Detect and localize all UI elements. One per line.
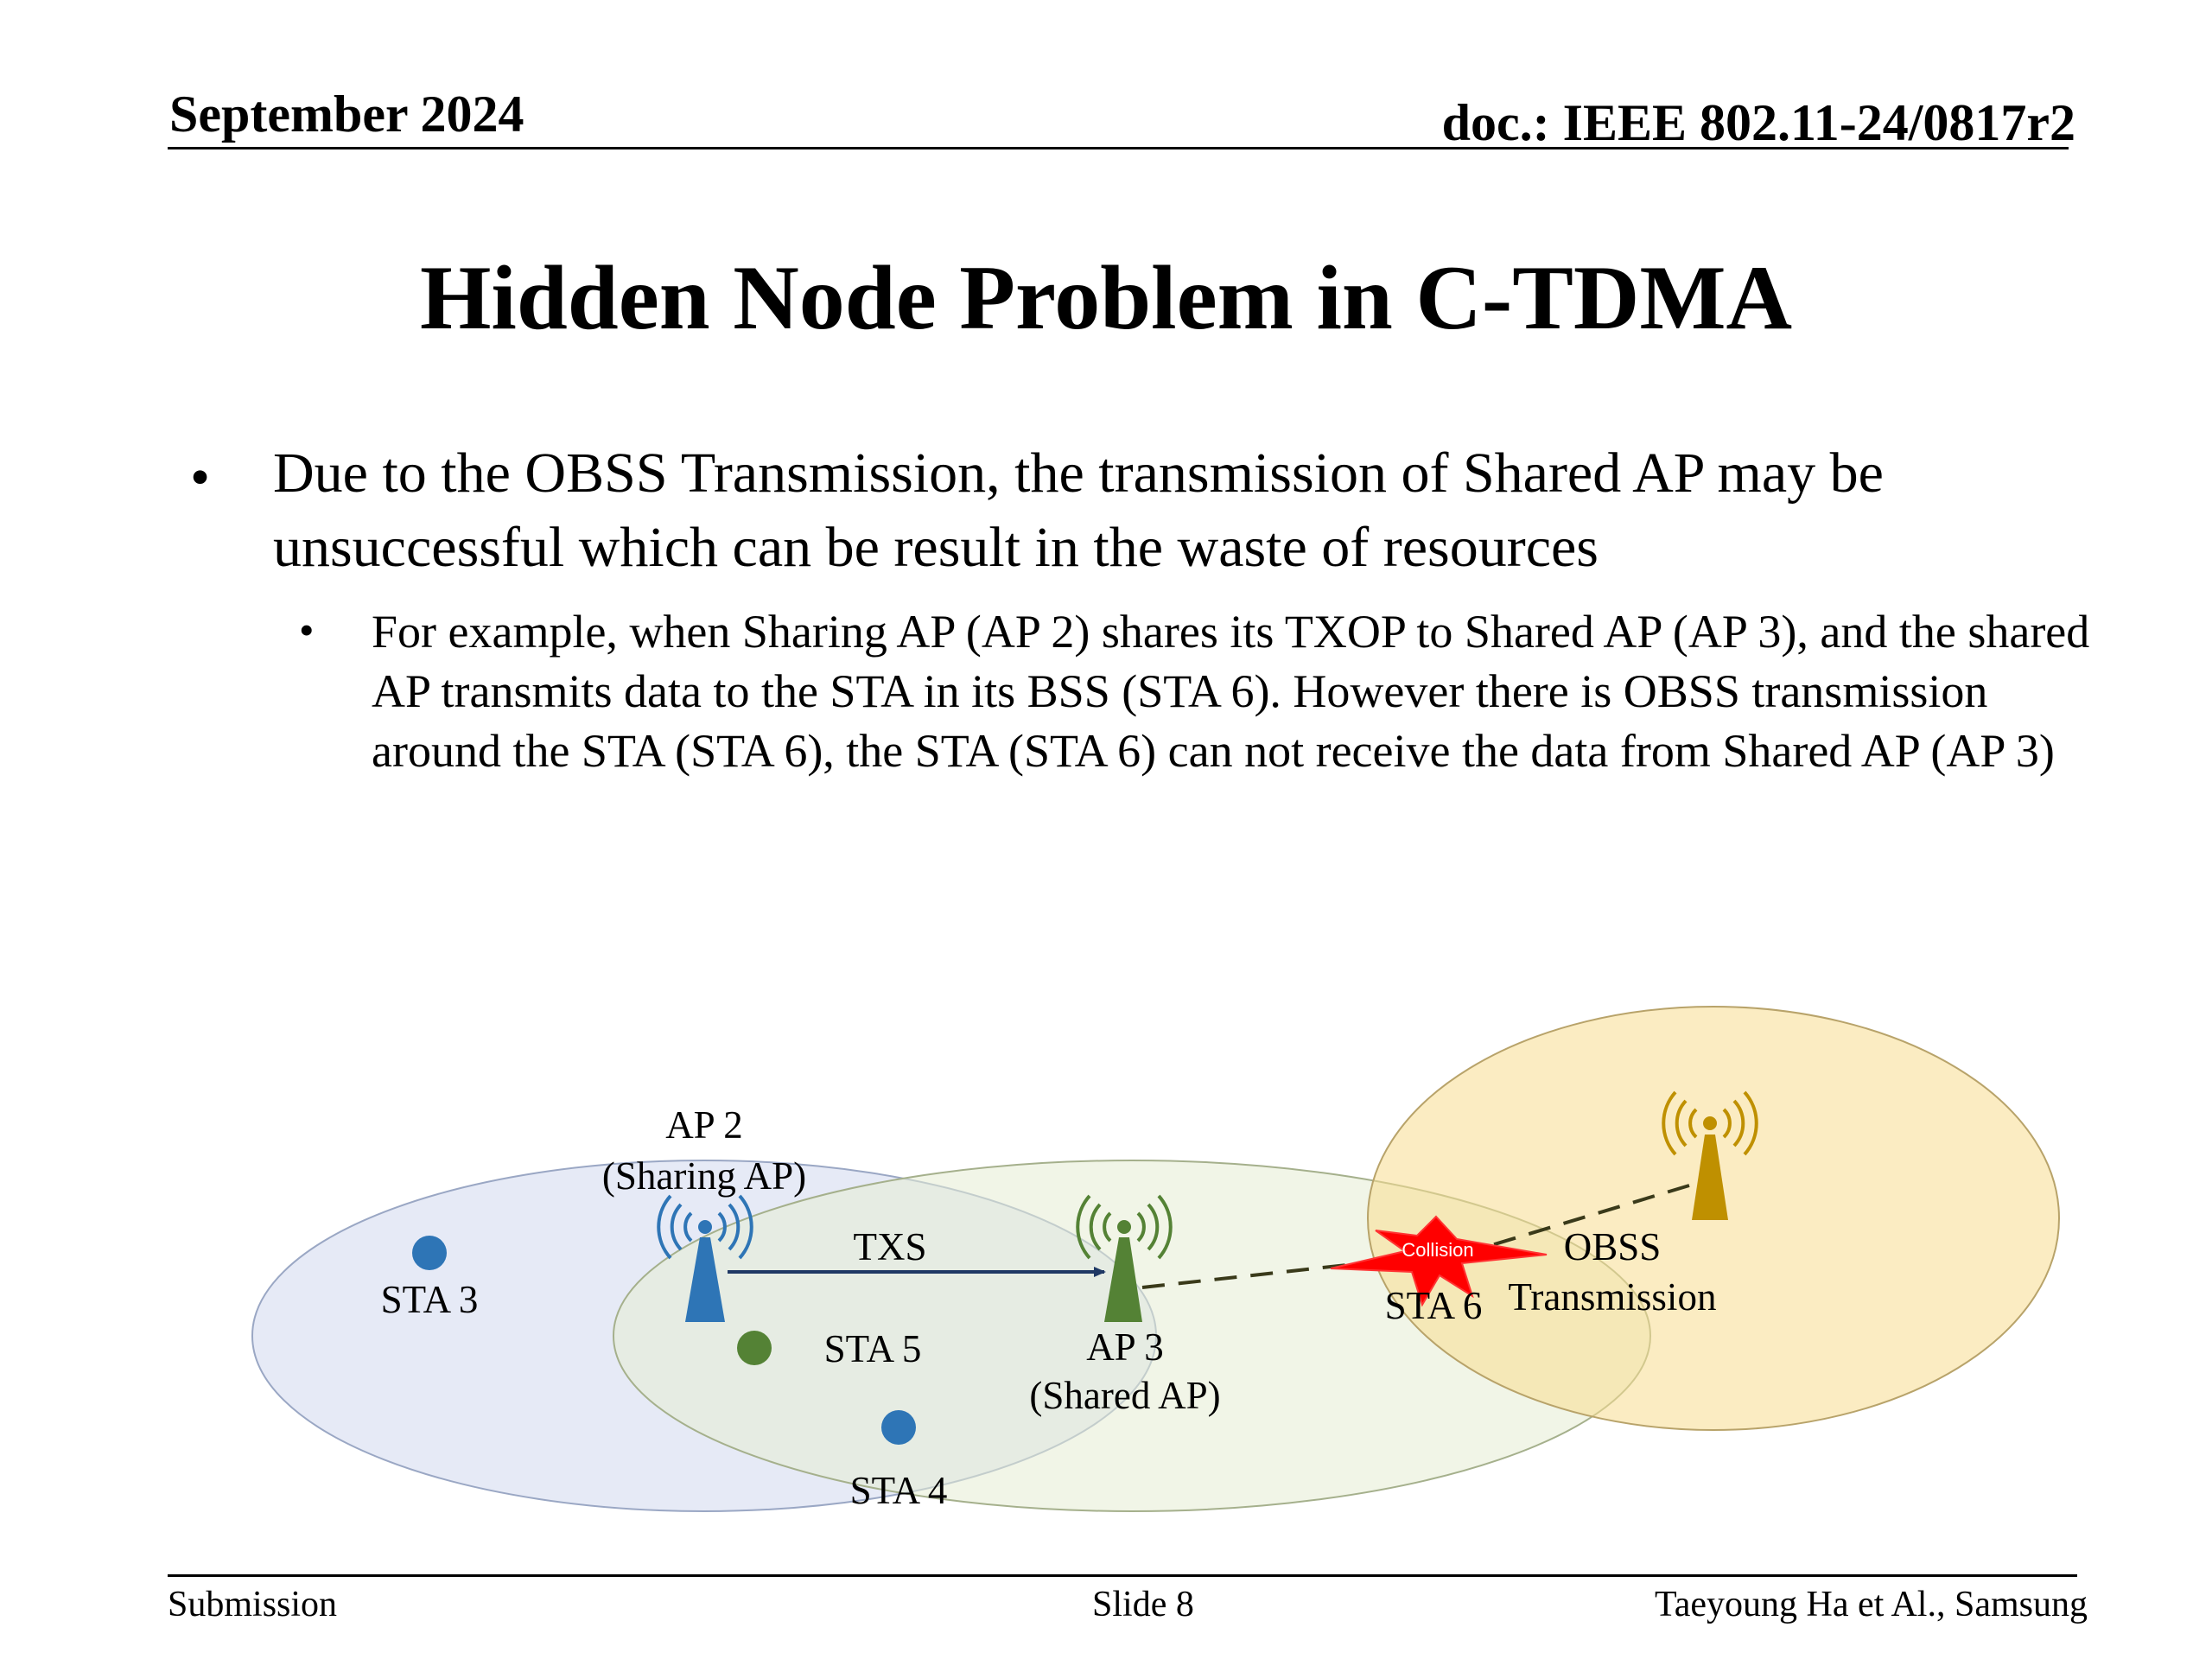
ap2-role-label: (Sharing AP): [602, 1154, 806, 1198]
sub-bullet-text: For example, when Sharing AP (AP 2) shar…: [372, 606, 2090, 777]
collision-burst-icon: [1330, 1215, 1548, 1307]
footer-author: Taeyoung Ha et Al., Samsung: [1655, 1585, 2088, 1624]
main-bullet-text: Due to the OBSS Transmission, the transm…: [273, 442, 1884, 579]
sub-bullet-dot: •: [299, 606, 315, 654]
txs-label: TXS: [853, 1225, 926, 1268]
footer-rule: [168, 1574, 2077, 1577]
ap3-label: AP 3: [1086, 1325, 1164, 1369]
ap3-role-label: (Shared AP): [1029, 1374, 1220, 1417]
obss-label-line2: Transmission: [1509, 1275, 1717, 1319]
obss-transmission-line: [1459, 1184, 1690, 1256]
header-doc-id: doc.: IEEE 802.11-24/0817r2: [1441, 94, 2075, 151]
ap2-antenna-icon: [657, 1194, 753, 1322]
ap2-label: AP 2: [665, 1103, 743, 1147]
footer-slide-number: Slide 8: [1092, 1585, 1194, 1624]
sta4-dot: [881, 1410, 916, 1445]
ap3-antenna-icon: [1076, 1194, 1173, 1322]
obss-antenna-icon: [1662, 1090, 1758, 1220]
sta3-dot: [412, 1236, 447, 1270]
sta6-label: STA 6: [1385, 1284, 1483, 1327]
sta4-label: STA 4: [850, 1469, 948, 1512]
sta5-dot: [737, 1331, 772, 1365]
footer-submission: Submission: [168, 1585, 338, 1624]
header-date: September 2024: [169, 86, 524, 143]
sta5-label: STA 5: [824, 1327, 922, 1370]
collision-label: Collision: [1402, 1239, 1473, 1261]
obss-label-line1: OBSS: [1564, 1225, 1662, 1268]
slide-title: Hidden Node Problem in C-TDMA: [419, 247, 1793, 348]
header-rule: [168, 147, 2069, 149]
bullet-dot: •: [190, 446, 211, 509]
sta3-label: STA 3: [381, 1278, 479, 1321]
